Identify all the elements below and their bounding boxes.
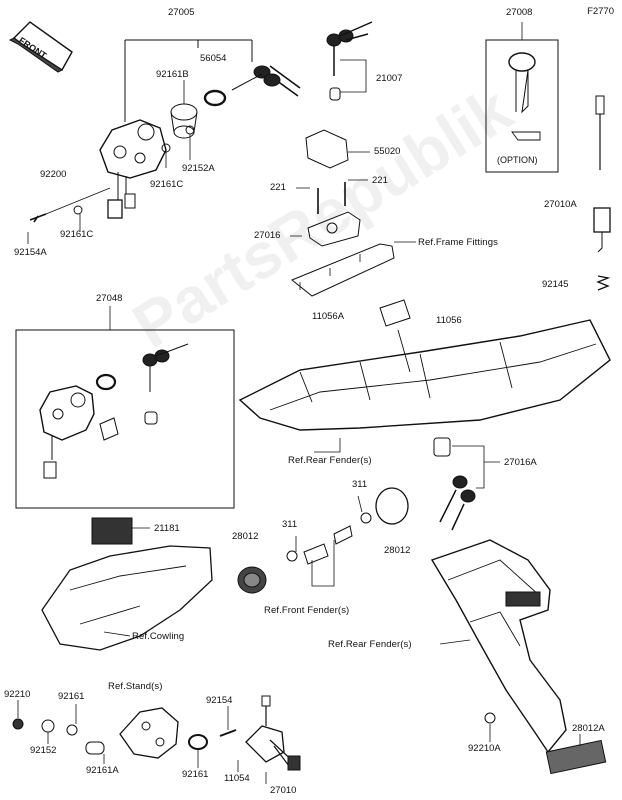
label-92154: 92154 bbox=[206, 695, 233, 706]
label-28012-left: 28012 bbox=[232, 531, 259, 542]
label-11056A: 11056A bbox=[312, 311, 345, 322]
label-27016: 27016 bbox=[254, 230, 281, 241]
ref-rear-fender-lower[interactable]: Ref.Rear Fender(s) bbox=[328, 639, 412, 650]
collar-92161B bbox=[170, 103, 198, 139]
washer-92161-b bbox=[188, 734, 208, 750]
collar-92161A bbox=[85, 741, 105, 755]
rear-fender-lower bbox=[430, 539, 567, 754]
ring-56054 bbox=[203, 89, 227, 107]
label-11056: 11056 bbox=[436, 315, 462, 326]
ref-rear-fender-upper[interactable]: Ref.Rear Fender(s) bbox=[288, 455, 372, 466]
label-92210A: 92210A bbox=[468, 743, 501, 754]
label-92210: 92210 bbox=[4, 689, 31, 700]
reflector-28012A bbox=[545, 739, 607, 775]
label-27016A: 27016A bbox=[504, 457, 537, 468]
relay-21181 bbox=[91, 517, 150, 545]
lock-27016A bbox=[433, 437, 500, 531]
label-11054: 11054 bbox=[224, 773, 250, 784]
label-21181: 21181 bbox=[154, 523, 180, 534]
label-92161A: 92161A bbox=[86, 765, 119, 776]
label-221-right: 221 bbox=[372, 175, 388, 186]
option-label: (OPTION) bbox=[497, 155, 538, 165]
ref-cowling[interactable]: Ref.Cowling bbox=[132, 631, 185, 642]
label-311-left: 311 bbox=[282, 519, 298, 530]
label-92161C-lower: 92161C bbox=[60, 229, 94, 240]
label-92200: 92200 bbox=[40, 169, 67, 180]
kit-box-27048 bbox=[15, 329, 235, 509]
spring-92145 bbox=[596, 275, 611, 291]
washer-92152 bbox=[41, 719, 55, 733]
seat-lock-27016 bbox=[307, 182, 361, 247]
leaders-left-cluster bbox=[27, 80, 191, 244]
nut-92210 bbox=[12, 718, 24, 730]
ref-frame-fittings[interactable]: Ref.Frame Fittings bbox=[418, 237, 498, 248]
diagram-code: F2770 bbox=[587, 6, 614, 17]
ref-front-fender[interactable]: Ref.Front Fender(s) bbox=[264, 605, 350, 616]
rear-fender-frame bbox=[238, 299, 611, 431]
option-key-27008 bbox=[508, 52, 541, 141]
label-21007: 21007 bbox=[376, 73, 403, 84]
label-92152: 92152 bbox=[30, 745, 57, 756]
label-27048: 27048 bbox=[96, 293, 123, 304]
label-27008: 27008 bbox=[506, 7, 533, 18]
label-28012A: 28012A bbox=[572, 723, 605, 734]
label-311-right: 311 bbox=[352, 479, 368, 490]
cowling-bracket bbox=[41, 545, 213, 651]
washer-92200 bbox=[73, 205, 83, 215]
label-27005: 27005 bbox=[168, 7, 195, 18]
label-92161-left: 92161 bbox=[58, 691, 85, 702]
ref-stand[interactable]: Ref.Stand(s) bbox=[108, 681, 163, 692]
label-28012-right: 28012 bbox=[384, 545, 411, 556]
label-92154A: 92154A bbox=[14, 247, 47, 258]
label-92161C-upper: 92161C bbox=[150, 179, 184, 190]
label-221-left: 221 bbox=[270, 182, 286, 193]
label-92161B: 92161B bbox=[156, 69, 189, 80]
side-stand-switch-27010 bbox=[245, 695, 301, 771]
label-92161-right: 92161 bbox=[182, 769, 209, 780]
ignition-switch-27048 bbox=[39, 343, 189, 479]
leader-27005 bbox=[124, 39, 253, 122]
reflector-28012-right bbox=[375, 487, 409, 525]
label-27010: 27010 bbox=[270, 785, 297, 796]
label-27010A: 27010A bbox=[544, 199, 577, 210]
stand-bracket bbox=[119, 707, 179, 759]
frame-fitting bbox=[291, 243, 395, 297]
leaders-bottom bbox=[17, 700, 267, 784]
label-56054: 56054 bbox=[200, 53, 227, 64]
reflector-28012-left bbox=[237, 566, 267, 594]
key-set-21007 bbox=[326, 21, 373, 101]
washer-92161-a bbox=[66, 724, 78, 736]
switch-27010A bbox=[593, 95, 611, 253]
ignition-switch-27005 bbox=[99, 119, 167, 219]
leaders-center bbox=[290, 151, 416, 243]
label-92145: 92145 bbox=[542, 279, 569, 290]
mounts-311 bbox=[286, 512, 372, 587]
screw-92154A bbox=[29, 213, 47, 223]
front-arrow-icon bbox=[8, 21, 73, 73]
keys-27005 bbox=[231, 65, 301, 97]
bolt-92154 bbox=[219, 729, 237, 737]
label-92152A: 92152A bbox=[182, 163, 215, 174]
nut-92210A bbox=[484, 712, 496, 724]
label-55020: 55020 bbox=[374, 146, 401, 157]
cover-55020 bbox=[305, 129, 349, 169]
